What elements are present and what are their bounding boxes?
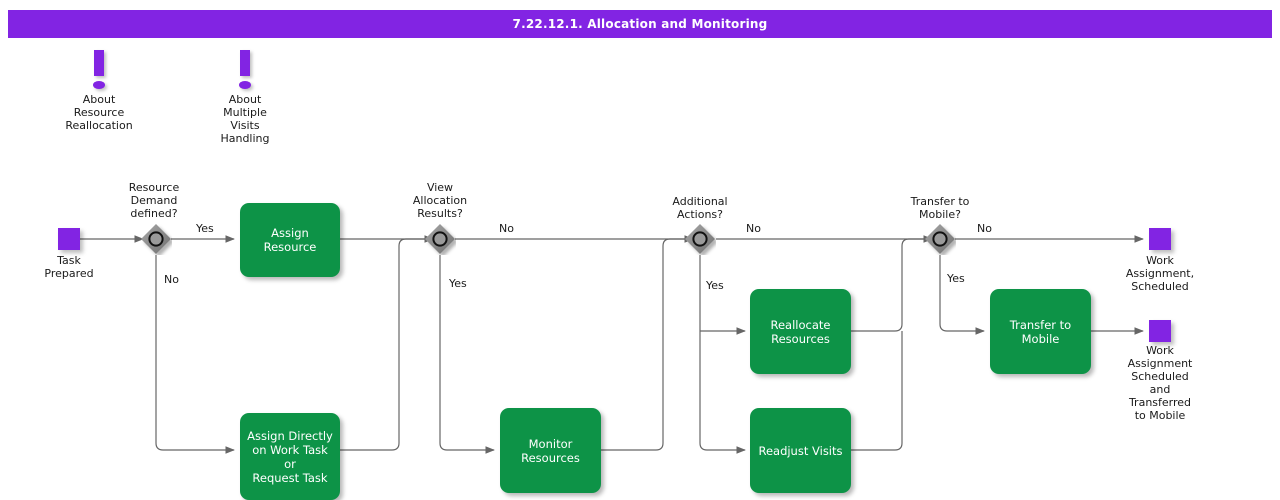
edge-label-yes-3: Yes xyxy=(706,279,724,292)
task-label: Assign Directly on Work Task or Request … xyxy=(247,428,333,485)
note-label: About Resource Reallocation xyxy=(65,93,133,132)
end-event-work-assignment-scheduled[interactable] xyxy=(1149,228,1171,250)
task-label: Monitor Resources xyxy=(521,436,580,465)
page-title: 7.22.12.1. Allocation and Monitoring xyxy=(512,17,768,31)
task-label: Readjust Visits xyxy=(758,443,843,458)
task-assign-resource[interactable]: Assign Resource xyxy=(240,203,340,277)
decision-label-transfer-to-mobile: Transfer to Mobile? xyxy=(910,195,970,221)
exclamation-note-icon xyxy=(82,48,116,92)
exclamation-note-icon xyxy=(228,48,262,92)
start-event-task-prepared[interactable] xyxy=(58,228,80,250)
note-resource-reallocation[interactable]: About Resource Reallocation xyxy=(58,48,140,132)
edge-label-no-1: No xyxy=(164,273,179,286)
task-readjust-visits[interactable]: Readjust Visits xyxy=(750,408,851,493)
note-multiple-visits[interactable]: About Multiple Visits Handling xyxy=(204,48,286,145)
edge-label-no-2: No xyxy=(499,222,514,235)
decision-transfer-to-mobile[interactable] xyxy=(924,223,956,255)
edge-label-yes-2: Yes xyxy=(449,277,467,290)
decision-diamond-icon xyxy=(425,224,455,254)
end-event-label: Work Assignment, Scheduled xyxy=(1125,254,1195,293)
edge-label-no-4: No xyxy=(977,222,992,235)
decision-diamond-icon xyxy=(925,224,955,254)
decision-label-view-allocation: View Allocation Results? xyxy=(412,181,468,220)
task-assign-directly-on-work-task[interactable]: Assign Directly on Work Task or Request … xyxy=(240,413,340,500)
task-reallocate-resources[interactable]: Reallocate Resources xyxy=(750,289,851,374)
edge-label-yes-4: Yes xyxy=(947,272,965,285)
task-label: Transfer to Mobile xyxy=(1009,317,1072,346)
task-monitor-resources[interactable]: Monitor Resources xyxy=(500,408,601,493)
decision-diamond-icon xyxy=(685,224,715,254)
edge-label-no-3: No xyxy=(746,222,761,235)
decision-resource-demand-defined[interactable] xyxy=(140,223,172,255)
task-transfer-to-mobile[interactable]: Transfer to Mobile xyxy=(990,289,1091,374)
note-label: About Multiple Visits Handling xyxy=(220,93,270,145)
end-event-label: Work Assignment Scheduled and Transferre… xyxy=(1127,344,1193,422)
task-label: Assign Resource xyxy=(263,226,317,254)
edge-label-yes-1: Yes xyxy=(196,222,214,235)
decision-label-additional-actions: Additional Actions? xyxy=(672,195,728,221)
decision-diamond-icon xyxy=(141,224,171,254)
decision-view-allocation-results[interactable] xyxy=(424,223,456,255)
decision-label-resource-demand: Resource Demand defined? xyxy=(128,181,180,220)
task-label: Reallocate Resources xyxy=(770,317,831,346)
decision-additional-actions[interactable] xyxy=(684,223,716,255)
page-title-bar: 7.22.12.1. Allocation and Monitoring xyxy=(8,10,1272,38)
start-event-label: Task Prepared xyxy=(44,254,94,280)
end-event-work-assignment-transferred[interactable] xyxy=(1149,320,1171,342)
